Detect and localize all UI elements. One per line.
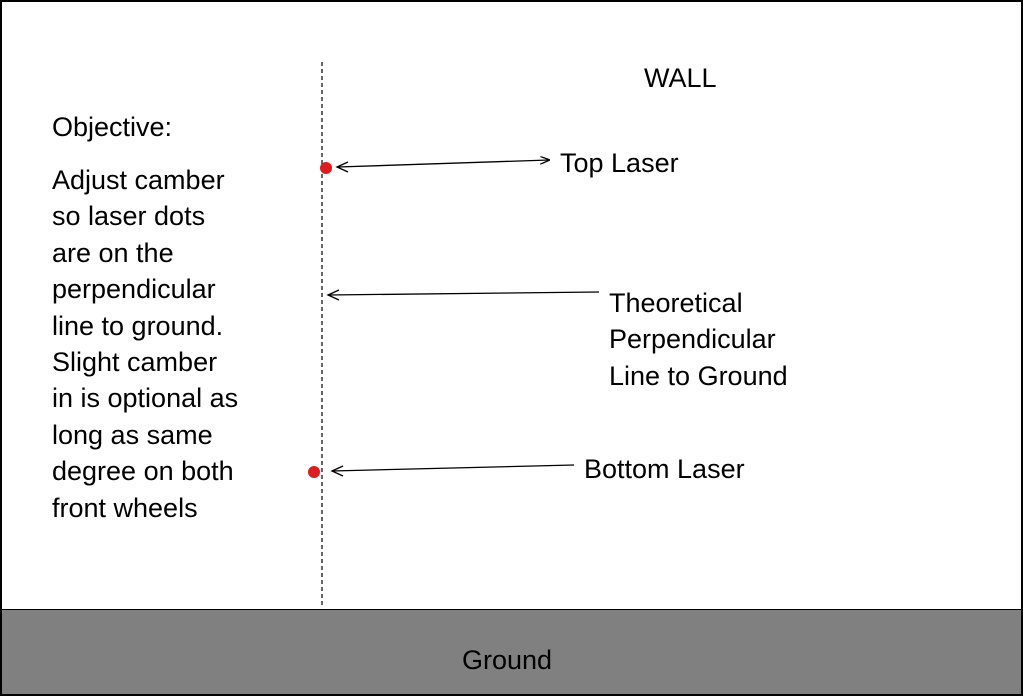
ground-label: Ground xyxy=(462,645,553,675)
bottom-laser-arrowhead-icon xyxy=(330,465,344,477)
theoretical-line-label: Theoretical Perpendicular Line to Ground xyxy=(609,285,788,394)
bottom-laser-dot xyxy=(308,466,320,478)
objective-line: Slight camber xyxy=(52,347,218,378)
objective-line: degree on both xyxy=(52,456,234,487)
ground-band: Ground xyxy=(2,609,1021,694)
theoretical-label-line: Perpendicular xyxy=(609,324,776,355)
bottom-laser-label: Bottom Laser xyxy=(584,454,745,484)
objective-text: Adjust camber so laser dots are on the p… xyxy=(52,162,302,526)
top-laser-label: Top Laser xyxy=(560,148,679,178)
objective-line: line to ground. xyxy=(52,310,224,341)
objective-line: Adjust camber xyxy=(52,165,225,195)
top-laser-arrowhead-icon xyxy=(335,161,349,173)
objective-line: are on the xyxy=(52,237,174,268)
objective-line: so laser dots xyxy=(52,201,206,232)
bottom-laser-arrow xyxy=(331,464,575,472)
objective-line: long as same xyxy=(52,419,213,450)
theoretical-label-line: Theoretical xyxy=(609,288,743,318)
objective-line: front wheels xyxy=(52,492,198,523)
wall-label: WALL xyxy=(644,63,717,93)
objective-line: in is optional as xyxy=(52,383,239,414)
theoretical-line-arrow xyxy=(327,291,600,296)
top-laser-dot xyxy=(320,162,332,174)
theoretical-arrowhead-icon xyxy=(326,289,340,301)
top-laser-arrow xyxy=(337,160,549,168)
theoretical-label-line: Line to Ground xyxy=(609,360,788,391)
objective-line: perpendicular xyxy=(52,274,216,305)
objective-heading: Objective: xyxy=(52,112,173,142)
